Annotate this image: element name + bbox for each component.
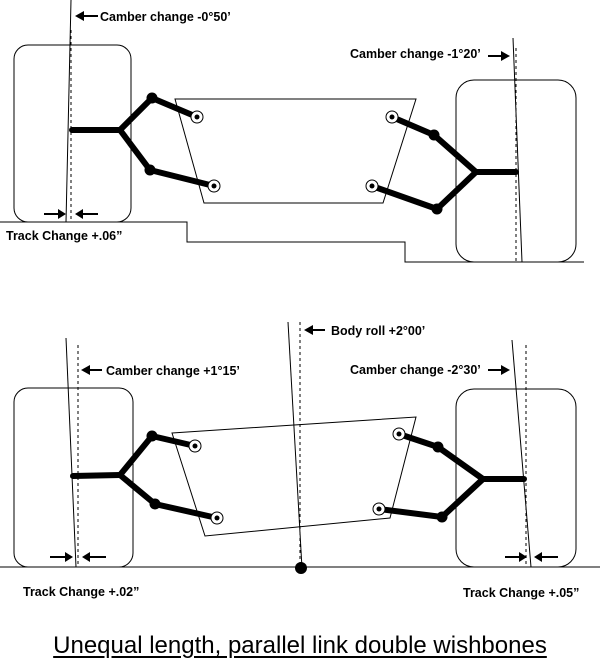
bottom-left-upper-pivot-center [192, 443, 198, 449]
top-right-upper-pivot-center [389, 114, 395, 120]
top-left-camber-line [65, 0, 72, 223]
bottom-right-track-arrowhead-out [534, 552, 542, 562]
bottom-right-camber-label: Camber change -2°30’ [350, 363, 481, 377]
bottom-left-lower-pivot-center [214, 515, 220, 521]
bottom-left-lower-joint [149, 498, 161, 510]
bottom-left-camber-arrowhead [81, 365, 90, 375]
top-right-lower-joint [431, 203, 443, 215]
bottom-right-track-label: Track Change +.05” [463, 586, 579, 600]
top-left-upper-joint [146, 92, 158, 104]
body-roll-label: Body roll +2°00’ [331, 324, 425, 338]
top-chassis [174, 98, 417, 204]
roll-center-point [295, 562, 307, 574]
bottom-chassis [171, 416, 417, 537]
bottom-right-upper-pivot-center [396, 431, 402, 437]
top-left-camber-arrowhead [75, 11, 84, 21]
top-left-lower-pivot-center [211, 183, 217, 189]
top-right-upper-joint [428, 129, 440, 141]
top-left-upper-pivot-center [194, 114, 200, 120]
bottom-left-track-label: Track Change +.02” [23, 585, 139, 599]
diagram-caption: Unequal length, parallel link double wis… [53, 632, 547, 659]
bottom-right-camber-arrowhead [501, 365, 510, 375]
top-right-camber-line [512, 37, 523, 263]
top-left-tire [13, 44, 132, 223]
top-left-lower-arm [117, 127, 217, 189]
top-left-camber-label: Camber change -0°50’ [100, 10, 231, 24]
top-left-lower-joint [144, 164, 156, 176]
bottom-left-camber-line [65, 337, 77, 568]
top-ground-line [0, 221, 584, 263]
top-right-lower-pivot-center [369, 183, 375, 189]
top-view: Camber change -0°50’ Camber change -1°20… [0, 0, 584, 263]
bottom-right-camber-line [511, 339, 532, 568]
bottom-left-track-arrowhead-in [65, 552, 73, 562]
bottom-right-lower-joint [436, 511, 448, 523]
bottom-view: Body roll +2°00’ Camber change +1°15’ Ca… [0, 321, 600, 600]
top-right-camber-arrowhead [501, 51, 510, 61]
bottom-left-upper-joint [146, 430, 158, 442]
top-left-track-label: Track Change +.06” [6, 229, 122, 243]
top-left-track-arrowhead-out [75, 209, 83, 219]
bottom-right-lower-pivot-center [376, 506, 382, 512]
bottom-right-track-arrowhead-in [519, 552, 527, 562]
top-left-upper-arm [117, 95, 200, 133]
top-right-camber-label: Camber change -1°20’ [350, 47, 481, 61]
bottom-left-track-arrowhead-out [82, 552, 90, 562]
body-roll-arrowhead [304, 325, 313, 335]
bottom-left-lower-arm [117, 472, 220, 521]
top-left-track-arrowhead-in [58, 209, 66, 219]
bottom-left-camber-label: Camber change +1°15’ [106, 364, 240, 378]
bottom-right-upper-joint [432, 441, 444, 453]
bottom-left-upright [70, 472, 123, 479]
